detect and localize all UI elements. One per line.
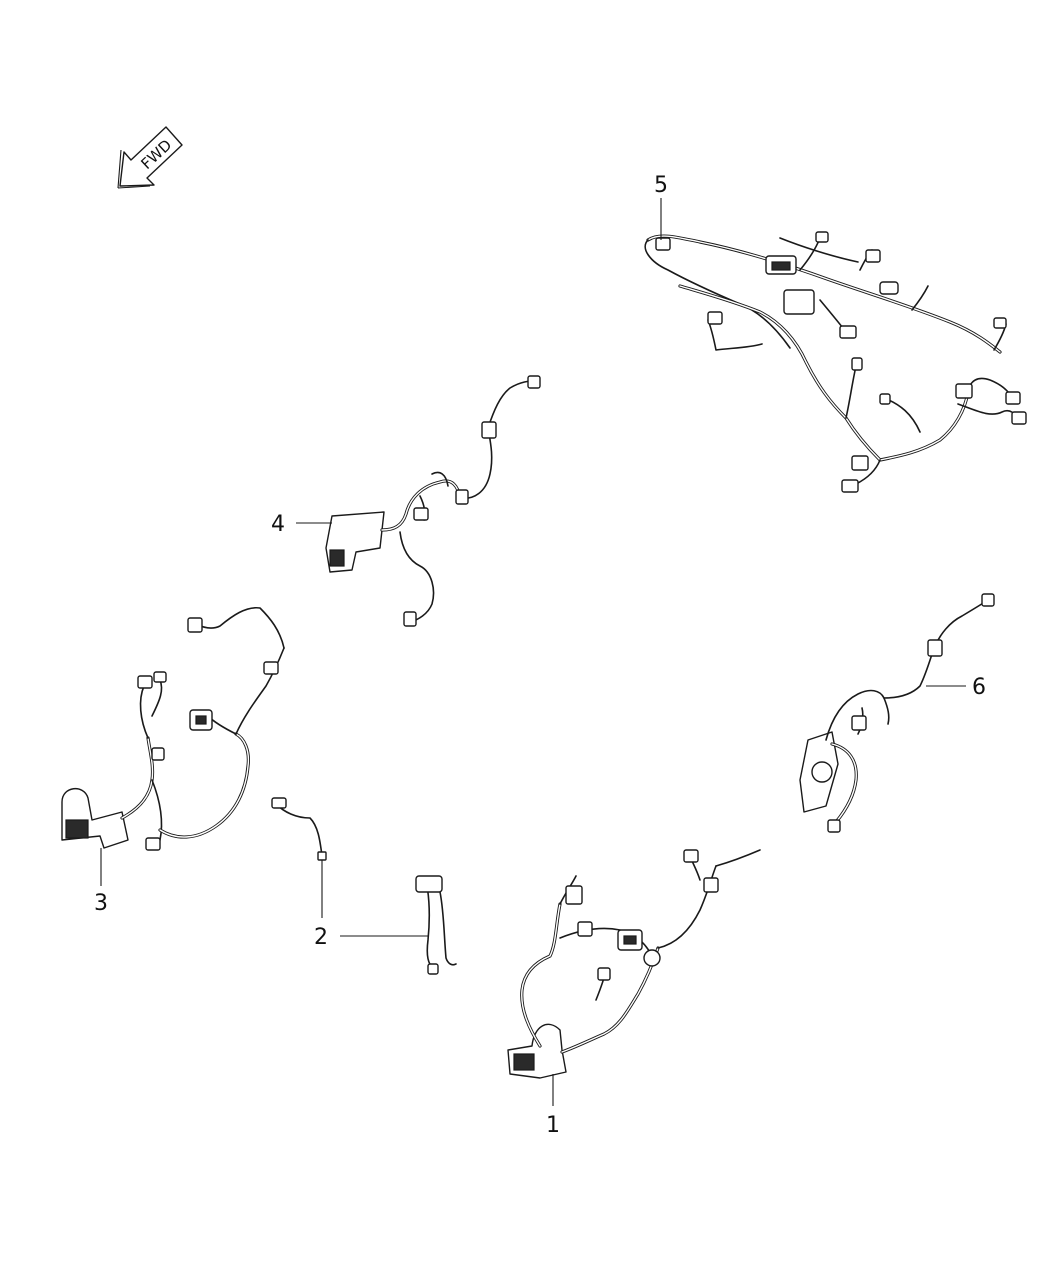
callout-6: 6 — [926, 675, 986, 700]
wiring-harness-6 — [799, 593, 995, 833]
callout-label-2: 2 — [314, 925, 328, 950]
callout-label-5: 5 — [654, 173, 668, 198]
callout-label-3: 3 — [94, 891, 108, 916]
callout-label-1: 1 — [546, 1113, 560, 1138]
forward-arrow-icon: FWD — [117, 126, 183, 189]
wiring-harness-4 — [325, 375, 541, 627]
wiring-harness-2 — [271, 797, 457, 975]
wiring-harness-3 — [61, 606, 285, 851]
callout-4: 4 — [271, 512, 332, 537]
callout-5: 5 — [654, 173, 668, 240]
callout-label-4: 4 — [271, 512, 285, 537]
callout-1: 1 — [546, 1074, 560, 1138]
callout-label-6: 6 — [972, 675, 986, 700]
wiring-harness-5 — [644, 231, 1027, 493]
wiring-harness-1 — [507, 849, 761, 1079]
callout-2: 2 — [314, 860, 428, 950]
callout-3: 3 — [94, 848, 108, 916]
